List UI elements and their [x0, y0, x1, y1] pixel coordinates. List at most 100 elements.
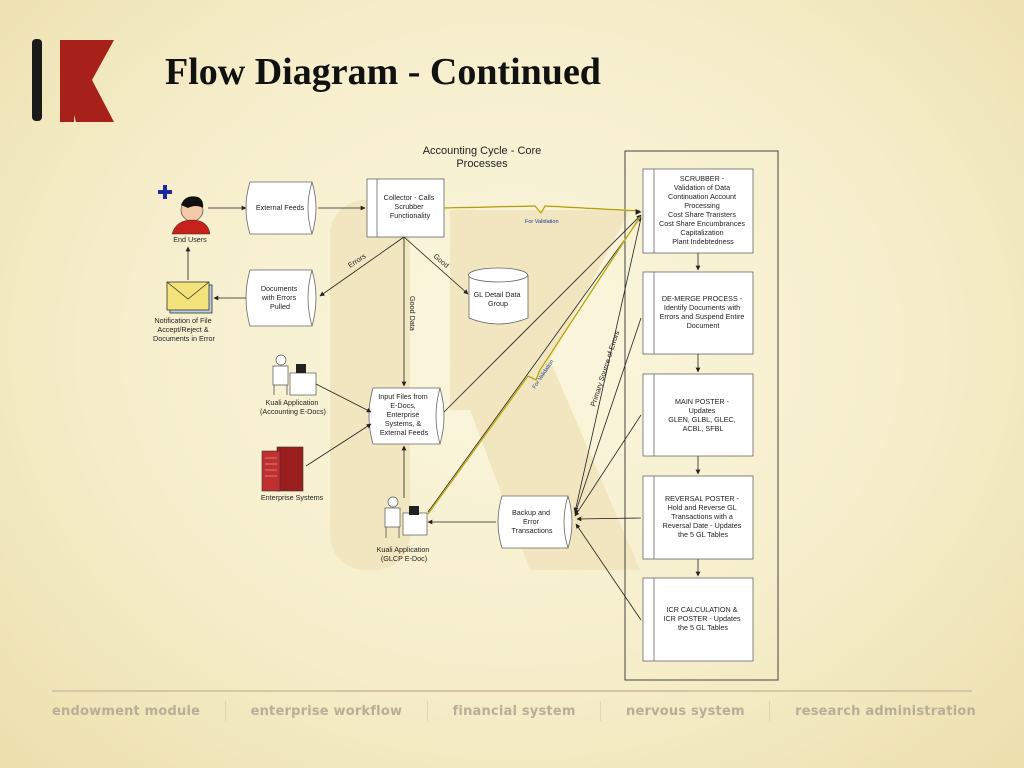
process-text: Capitalization	[680, 228, 723, 237]
documents-errors-text: with Errors	[261, 293, 297, 302]
end-users-label: End Users	[173, 235, 207, 244]
svg-text:Input Files from E-Docs,: Input Files from E-Docs, Enterprise Syst…	[378, 392, 430, 437]
svg-text:Kuali Application (Account: Kuali Application (Accounting E-Docs)	[260, 398, 326, 416]
svg-text:MAIN POSTER - Updates: MAIN POSTER - Updates GLEN, GLBL, GLEC, …	[668, 397, 738, 433]
end-users-icon	[158, 185, 211, 235]
page-title: Flow Diagram - Continued	[165, 51, 601, 93]
svg-text:Notification of File Accep: Notification of File Accept/Reject & Doc…	[153, 316, 216, 343]
kuali-edocs-text: (Accounting E-Docs)	[260, 407, 326, 416]
footer-separator	[600, 701, 602, 721]
gl-detail-database-icon	[468, 267, 529, 325]
documents-errors-store	[245, 269, 317, 327]
kuali-logo-icon	[32, 39, 114, 122]
process-text: Hold and Reverse GL	[668, 503, 737, 512]
svg-text:Collector - Calls Scrubber: Collector - Calls Scrubber Functionality	[384, 193, 437, 220]
kuali-glcp-text: Kuali Application	[377, 545, 430, 554]
footer-divider	[52, 690, 972, 692]
gl-detail-text: Group	[488, 299, 508, 308]
kuali-glcp-text: (GLCP E-Doc)	[381, 554, 427, 563]
documents-errors-text: Pulled	[270, 302, 290, 311]
process-text: DE-MERGE PROCESS -	[662, 294, 743, 303]
footer-separator	[426, 701, 428, 721]
process-text: Updates	[689, 406, 716, 415]
svg-text:ICR CALCULATION & ICR PO: ICR CALCULATION & ICR POSTER - Updates t…	[663, 605, 742, 632]
backup-text: Error	[523, 517, 540, 526]
process-main-poster: MAIN POSTER - Updates GLEN, GLBL, GLEC, …	[642, 373, 754, 457]
footer-item-research-administration[interactable]: research administration	[795, 703, 976, 719]
notification-text: Notification of File	[154, 316, 211, 325]
process-text: ACBL, SFBL	[683, 424, 724, 433]
envelope-icon	[166, 281, 213, 314]
process-text: Continuation Account	[668, 192, 736, 201]
svg-text:GL Detail Data Group: GL Detail Data Group	[474, 290, 523, 308]
backup-store	[497, 495, 573, 549]
input-files-text: E-Docs,	[390, 401, 416, 410]
edge-label-good-data: Good Data	[408, 296, 417, 331]
collector-text: Scrubber	[394, 202, 424, 211]
process-icr: ICR CALCULATION & ICR POSTER - Updates t…	[642, 577, 754, 662]
footer-nav: endowment module enterprise workflow fin…	[52, 700, 976, 722]
footer-separator	[769, 701, 771, 721]
process-text: Reversal Date - Updates	[663, 521, 742, 530]
collector-text: Functionality	[390, 211, 431, 220]
edge-label-primary-source: Primary Source of Errors	[588, 329, 621, 407]
process-text: Cost Share Encumbrances	[659, 219, 745, 228]
backup-text: Backup and	[512, 508, 550, 517]
notification-text: Accept/Reject &	[157, 325, 208, 334]
process-text: the 5 GL Tables	[678, 623, 728, 632]
process-text: Identify Documents with	[664, 303, 740, 312]
gl-detail-text: GL Detail Data	[474, 290, 521, 299]
svg-text:REVERSAL POSTER - Hold a: REVERSAL POSTER - Hold and Reverse GL Tr…	[663, 494, 744, 539]
process-text: Cost Share Transters	[668, 210, 736, 219]
footer-item-nervous-system[interactable]: nervous system	[625, 703, 745, 719]
process-text: Validation of Data	[674, 183, 730, 192]
footer-item-financial-system[interactable]: financial system	[452, 703, 576, 719]
collector-text: Collector - Calls	[384, 193, 435, 202]
process-text: Processing	[684, 201, 720, 210]
process-text: Plant Indebtedness	[672, 237, 734, 246]
input-files-text: Systems, &	[385, 419, 422, 428]
process-demerge: DE-MERGE PROCESS - Identify Documents wi…	[642, 271, 754, 355]
backup-text: Transactions	[512, 526, 553, 535]
input-files-text: Input Files from	[378, 392, 428, 401]
process-text: SCRUBBER -	[680, 174, 725, 183]
enterprise-label: Enterprise Systems	[261, 493, 324, 502]
edge-label-good: Good	[432, 252, 451, 270]
svg-text:SCRUBBER - Validation of: SCRUBBER - Validation of Data Continuati…	[659, 174, 747, 246]
process-text: Document	[687, 321, 720, 330]
process-text: REVERSAL POSTER -	[665, 494, 740, 503]
process-text: MAIN POSTER -	[675, 397, 730, 406]
external-feeds-label: External Feeds	[256, 203, 305, 212]
documents-errors-text: Documents	[261, 284, 298, 293]
footer-item-enterprise-workflow[interactable]: enterprise workflow	[250, 703, 403, 719]
process-text: the 5 GL Tables	[678, 530, 728, 539]
edge-label-errors: Errors	[346, 251, 368, 269]
svg-text:Kuali Application (GLCP E-: Kuali Application (GLCP E-Doc)	[377, 545, 432, 563]
process-text: ICR CALCULATION &	[667, 605, 738, 614]
external-feeds-store	[245, 181, 317, 235]
process-text: Transactions with a	[671, 512, 733, 521]
diagram-header-line1: Accounting Cycle - Core	[423, 145, 542, 157]
input-files-text: Enterprise	[387, 410, 420, 419]
svg-text:Backup and Error Trans: Backup and Error Transactions	[512, 508, 553, 535]
process-text: GLEN, GLBL, GLEC,	[668, 415, 736, 424]
process-text: ICR POSTER - Updates	[663, 614, 740, 623]
footer-separator	[224, 701, 226, 721]
input-files-text: External Feeds	[380, 428, 429, 437]
core-processes-container	[624, 150, 779, 681]
notification-text: Documents in Error	[153, 334, 216, 343]
svg-text:DE-MERGE PROCESS - Ident: DE-MERGE PROCESS - Identify Documents wi…	[660, 294, 747, 330]
worker-icon	[272, 354, 317, 396]
process-scrubber: SCRUBBER - Validation of Data Continuati…	[642, 168, 754, 254]
svg-text:Documents with Errors: Documents with Errors Pulled	[261, 284, 299, 311]
kuali-edocs-text: Kuali Application	[266, 398, 319, 407]
edge-label-for-validation: For Validation	[525, 219, 559, 225]
diagram-header-line2: Processes	[456, 158, 508, 170]
footer-item-endowment-module[interactable]: endowment module	[52, 703, 201, 719]
process-text: Errors and Suspend Entire	[660, 312, 745, 321]
input-files-store	[368, 387, 445, 445]
process-reversal-poster: REVERSAL POSTER - Hold and Reverse GL Tr…	[642, 475, 754, 560]
worker-icon	[384, 496, 428, 538]
server-icon	[261, 446, 304, 492]
